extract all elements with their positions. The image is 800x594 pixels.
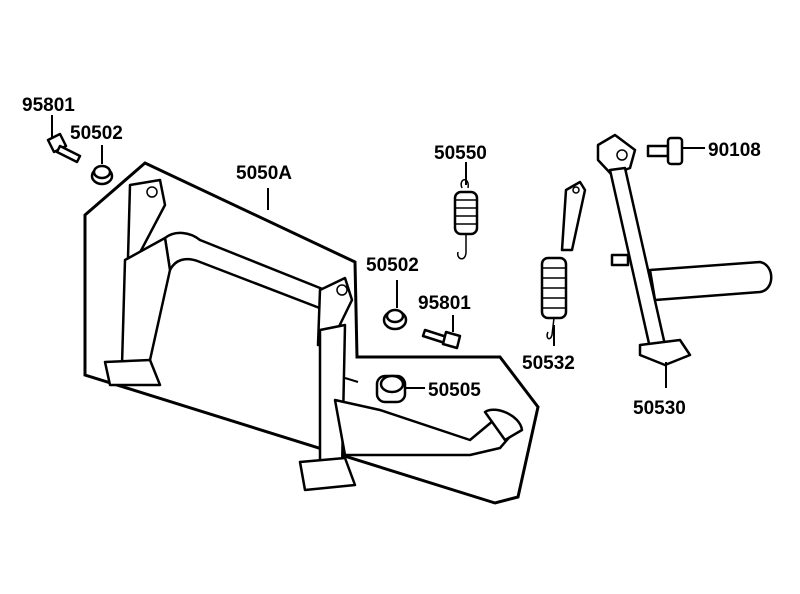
part-label-90108: 90108 bbox=[708, 140, 761, 161]
main-stand-drawing bbox=[103, 178, 524, 492]
bolt-95801-top bbox=[46, 132, 82, 164]
part-label-50502-top: 50502 bbox=[70, 123, 123, 144]
part-label-95801-top: 95801 bbox=[22, 95, 75, 116]
washer-50502-middle bbox=[382, 308, 408, 331]
bushing-50505 bbox=[375, 374, 407, 404]
part-label-5050A: 5050A bbox=[236, 163, 292, 184]
bolt-90108 bbox=[646, 136, 684, 166]
washer-50502-top bbox=[90, 164, 114, 186]
part-label-95801-middle: 95801 bbox=[418, 293, 471, 314]
side-stand-50530 bbox=[596, 133, 773, 367]
part-label-50505: 50505 bbox=[428, 380, 481, 401]
main-stand-group-outline bbox=[83, 161, 540, 505]
part-label-50530: 50530 bbox=[633, 398, 686, 419]
bolt-95801-middle bbox=[421, 328, 462, 350]
part-label-50532: 50532 bbox=[522, 353, 575, 374]
part-label-50550: 50550 bbox=[434, 143, 487, 164]
spring-50532 bbox=[540, 180, 587, 340]
spring-50550 bbox=[453, 179, 479, 260]
part-label-50502-middle: 50502 bbox=[366, 255, 419, 276]
